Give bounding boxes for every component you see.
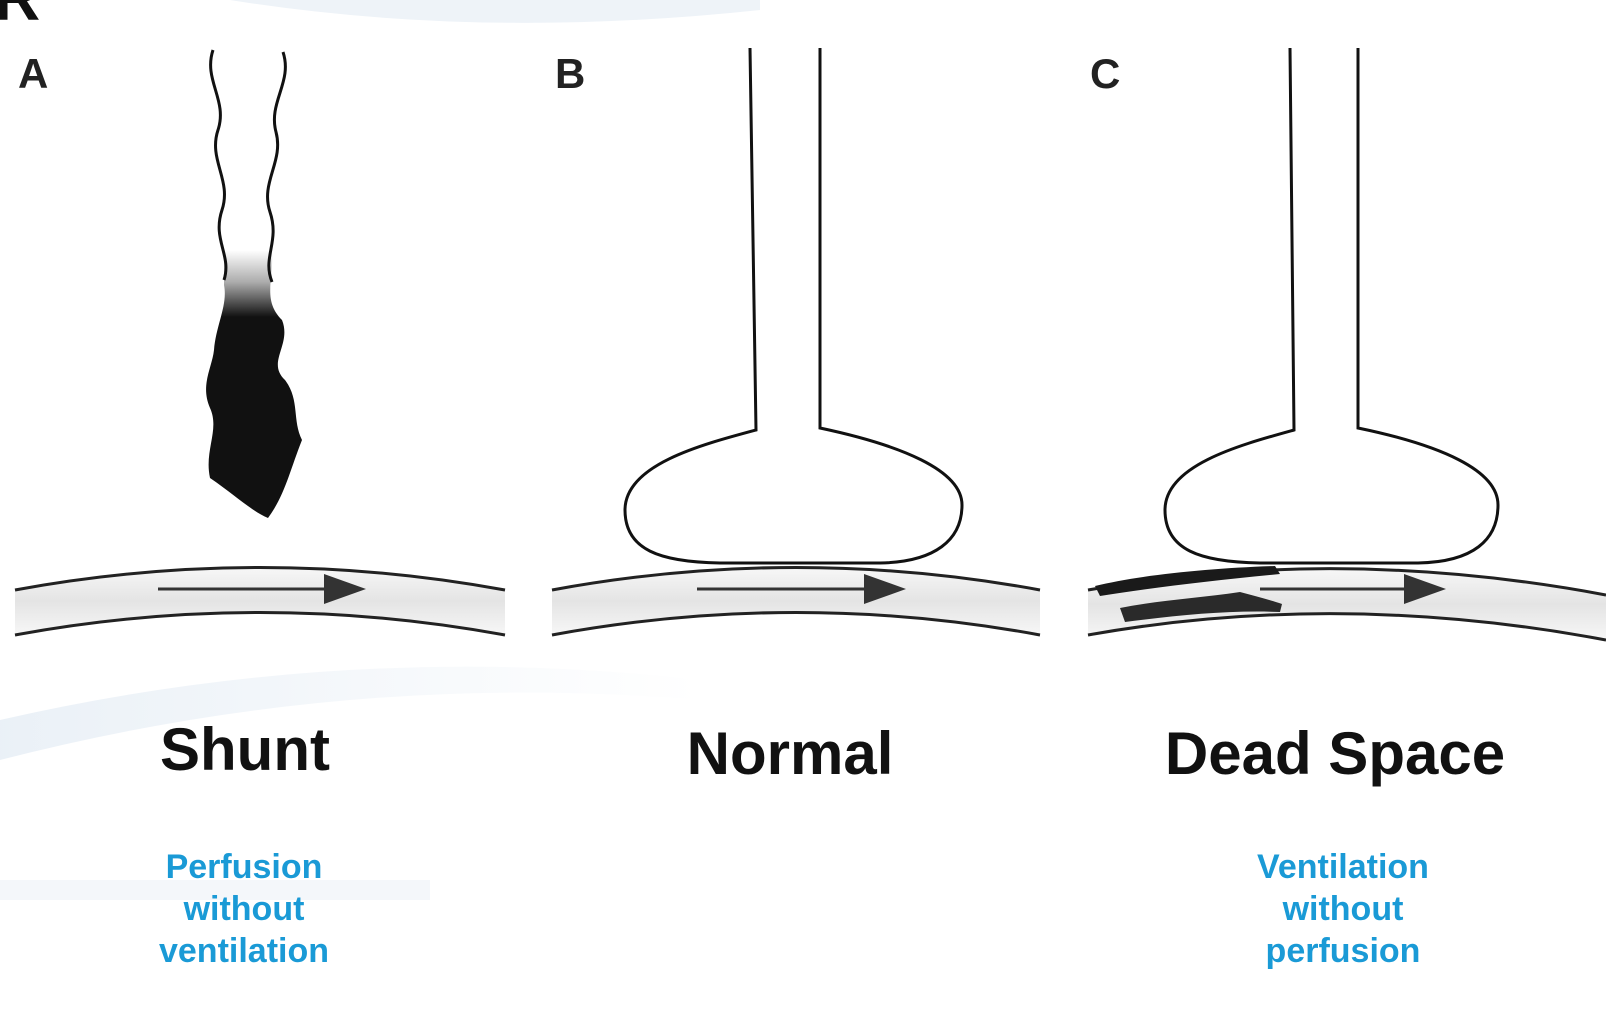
panel-c-alveolus	[1165, 48, 1498, 563]
panel-b-title: Normal	[640, 722, 940, 786]
panel-b-alveolus	[625, 48, 962, 563]
panel-a-title: Shunt	[130, 718, 360, 782]
panel-a-subtitle: Perfusion without ventilation	[94, 846, 394, 972]
panel-c-subtitle: Ventilation without perfusion	[1193, 846, 1493, 972]
panel-a-subtitle-line: Perfusion	[94, 846, 394, 888]
panel-a-letter: A	[18, 50, 48, 97]
panel-a-subtitle-line: without	[94, 888, 394, 930]
panel-a-fluid-filled-alveolus	[206, 250, 302, 518]
panel-c-subtitle-line: perfusion	[1193, 930, 1493, 972]
panel-b-letter: B	[555, 50, 585, 97]
panel-a-subtitle-line: ventilation	[94, 930, 394, 972]
panel-a-airway-left-wall	[211, 50, 226, 280]
panel-c: C	[1088, 48, 1606, 640]
panel-b: B	[552, 48, 1040, 635]
panel-c-title: Dead Space	[1110, 722, 1560, 786]
panel-c-letter: C	[1090, 50, 1120, 97]
panel-c-subtitle-line: without	[1193, 888, 1493, 930]
panel-a: A	[15, 50, 505, 635]
panel-a-airway-right-wall	[268, 52, 286, 282]
panel-c-subtitle-line: Ventilation	[1193, 846, 1493, 888]
